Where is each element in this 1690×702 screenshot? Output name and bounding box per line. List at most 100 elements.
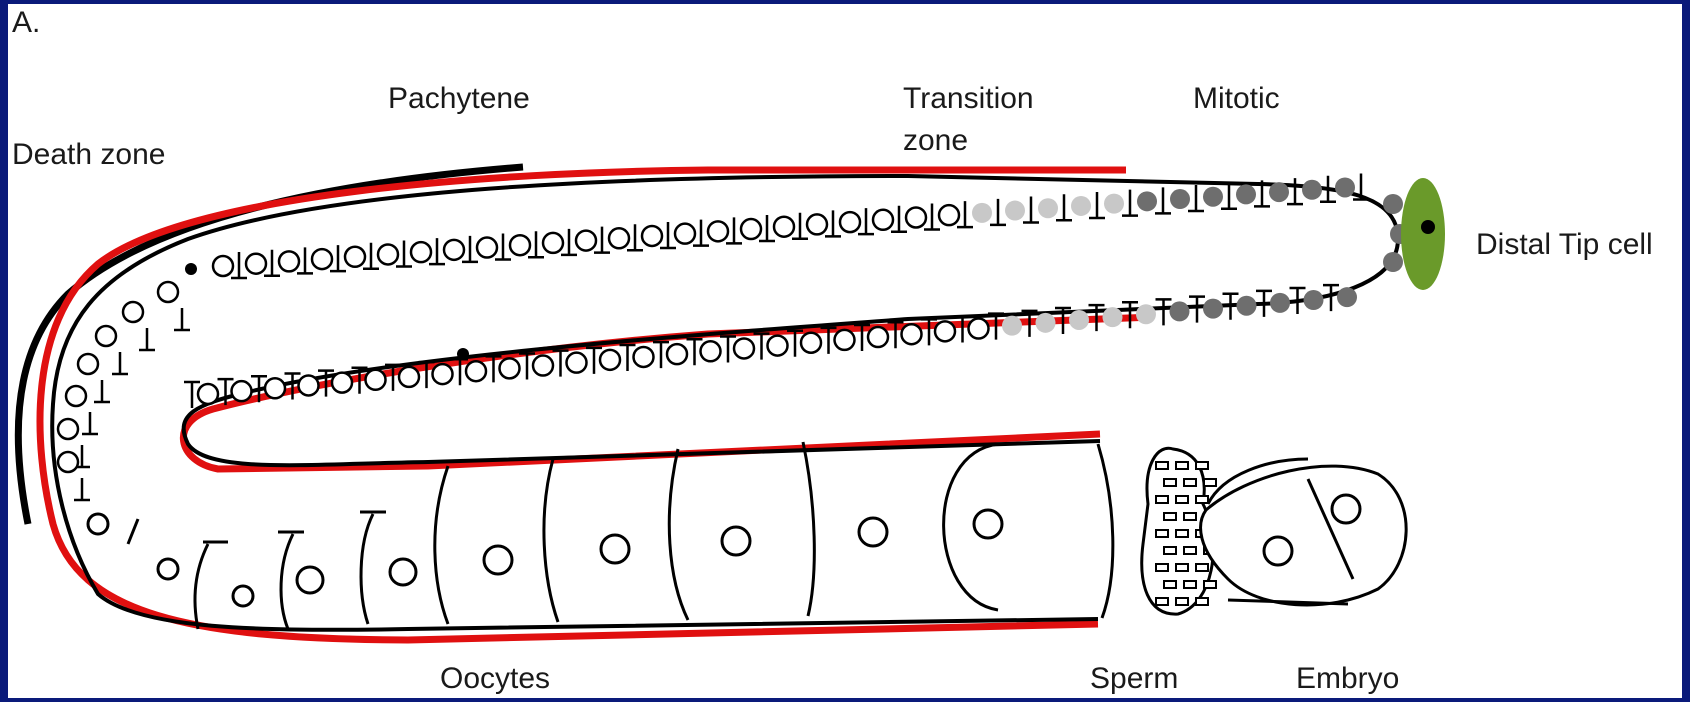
cell-membrane-tee: [1156, 299, 1172, 325]
transition-nucleus: [1136, 304, 1156, 324]
panel-label: A.: [12, 4, 40, 42]
transition-nucleus: [1104, 194, 1124, 214]
embryo: [1201, 459, 1407, 605]
sperm-cell: [1196, 462, 1208, 469]
pachytene-nucleus: [708, 221, 728, 241]
pachytene-nucleus: [868, 327, 888, 347]
mitotic-nucleus: [1170, 189, 1190, 209]
pachytene-nucleus: [477, 238, 497, 258]
mitotic-nucleus: [1137, 191, 1157, 211]
pachytene-nucleus: [366, 370, 386, 390]
figure-panel: A. Pachytene Transition zone Mitotic Dea…: [8, 4, 1682, 698]
pachytene-nuclei-lower: [184, 285, 1357, 408]
transition-nucleus: [1005, 201, 1025, 221]
transition-zone-label-line2: zone: [903, 122, 968, 160]
pachytene-nucleus: [701, 341, 721, 361]
sperm-cell: [1196, 564, 1208, 571]
cell-membrane-tee: [74, 478, 90, 500]
pachytene-nucleus: [58, 452, 78, 472]
transition-nucleus: [1071, 196, 1091, 216]
sperm-cell: [1184, 513, 1196, 520]
mitotic-nucleus: [1270, 293, 1290, 313]
mitotic-nucleus: [1236, 184, 1256, 204]
sperm-cell: [1184, 547, 1196, 554]
sperm-cell: [1164, 547, 1176, 554]
sperm-cell: [1156, 496, 1168, 503]
pachytene-nucleus: [510, 235, 530, 255]
oocytes-label: Oocytes: [440, 660, 550, 698]
sperm-cell: [1156, 530, 1168, 537]
cell-membrane-tee: [1221, 183, 1237, 209]
pachytene-nucleus: [906, 207, 926, 227]
pachytene-nucleus: [902, 324, 922, 344]
cell-membrane-tee: [1023, 197, 1039, 223]
sperm-cell: [1164, 513, 1176, 520]
pachytene-nucleus: [807, 214, 827, 234]
pachytene-nucleus: [123, 302, 143, 322]
pachytene-nucleus: [332, 373, 352, 393]
pachytene-nucleus: [873, 210, 893, 230]
pachytene-nucleus: [444, 240, 464, 260]
mitotic-nucleus: [1383, 194, 1403, 214]
mitotic-nucleus: [1337, 287, 1357, 307]
transition-nucleus: [1069, 310, 1089, 330]
pachytene-nucleus: [801, 333, 821, 353]
pachytene-nucleus: [675, 224, 695, 244]
mitotic-nucleus: [1203, 187, 1223, 207]
pachytene-nucleus: [935, 321, 955, 341]
pachytene-nucleus: [66, 386, 86, 406]
sperm-cell: [1176, 496, 1188, 503]
cell-membrane-tee: [1089, 192, 1105, 218]
sperm-cell: [1176, 530, 1188, 537]
mitotic-label: Mitotic: [1193, 80, 1280, 118]
cell-membrane-tee: [1122, 190, 1138, 216]
pachytene-nucleus: [567, 353, 587, 373]
sperm-cell: [1204, 479, 1216, 486]
transition-nucleus: [1036, 313, 1056, 333]
sperm-cell: [1196, 598, 1208, 605]
pachytene-nucleus: [58, 419, 78, 439]
pachytene-nucleus: [600, 350, 620, 370]
pachytene-nucleus: [500, 358, 520, 378]
pachytene-nucleus: [768, 336, 788, 356]
pachytene-nucleus: [312, 249, 332, 269]
sperm-cell: [1176, 564, 1188, 571]
mitotic-nucleus: [1269, 182, 1289, 202]
mitotic-nucleus: [1383, 252, 1403, 272]
cell-membrane-tee: [1188, 185, 1204, 211]
pachytene-nucleus: [198, 384, 218, 404]
sperm-cell: [1156, 462, 1168, 469]
mitotic-nucleus: [1304, 290, 1324, 310]
pachytene-nucleus: [213, 256, 233, 276]
cell-membrane-tee: [1056, 194, 1072, 220]
sperm-cell: [1156, 598, 1168, 605]
pachytene-nucleus: [232, 381, 252, 401]
cell-membrane-tee: [1155, 187, 1171, 213]
sperm-cell: [1184, 581, 1196, 588]
pachytene-nucleus: [734, 338, 754, 358]
transition-nucleus: [972, 203, 992, 223]
distal-tip-cell-nucleus: [1421, 220, 1435, 234]
pachytene-nucleus: [969, 319, 989, 339]
pachytene-nucleus: [576, 231, 596, 251]
pachytene-nucleus: [399, 367, 419, 387]
pachytene-nucleus: [158, 282, 178, 302]
pachytene-nucleus: [609, 228, 629, 248]
pachytene-nucleus: [246, 254, 266, 274]
pachytene-nucleus: [78, 354, 98, 374]
sperm-label: Sperm: [1090, 660, 1178, 698]
pachytene-nuclei-bend: [58, 282, 190, 500]
sperm-cell: [1196, 496, 1208, 503]
basement-membrane-inner: [183, 317, 1153, 469]
transition-nucleus: [1103, 307, 1123, 327]
pachytene-nucleus: [667, 344, 687, 364]
sperm-cell: [1156, 564, 1168, 571]
distal-tip-cell: [1401, 178, 1445, 290]
mitotic-nucleus: [1302, 180, 1322, 200]
pachytene-nucleus: [939, 205, 959, 225]
pachytene-nucleus: [741, 219, 761, 239]
pachytene-nucleus: [642, 226, 662, 246]
mitotic-nucleus: [1170, 301, 1190, 321]
cell-membrane-tee: [174, 308, 190, 330]
embryo-label: Embryo: [1296, 660, 1399, 698]
